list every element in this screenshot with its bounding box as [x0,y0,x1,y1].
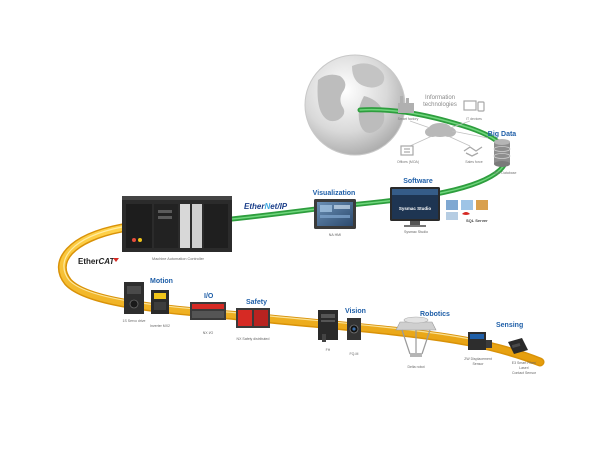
fiber-caption-line2: Laser/ [519,366,529,370]
factory-icon [398,96,414,113]
io-title: I/O [204,293,214,300]
fq-m-camera [347,318,361,340]
svg-text:EtherNet/IP: EtherNet/IP [244,202,288,211]
sales-force-label: Sales force [465,160,483,164]
ethercat-logo-mark [113,258,119,262]
sql-server-logo: SQL Server [462,212,488,223]
zw-caption-line1: ZW Displacement [464,357,492,361]
database-icon [493,139,511,167]
ethernet-ip-logo: EtherNet/IP [244,202,288,211]
ethernet-ip-logo-n: N [264,202,270,211]
sensing-title: Sensing [496,322,523,329]
robotics-title: Robotics [420,311,450,318]
motion-title: Motion [150,278,173,285]
cloud-icon [425,123,456,137]
nx-safety-device [236,308,270,328]
nx-safety-caption: NX Safety distributed [237,337,270,341]
sql-server-text: SQL Server [466,218,488,223]
it-area: Information technologies Smart factory I… [397,95,517,175]
big-data-title: Big Data [488,131,517,138]
sql-database-label: SQL Database [494,171,517,175]
globe [304,54,406,156]
hmi-caption: NA HMI [329,233,341,237]
delta-robot-caption: Delta robot [407,365,424,369]
fh-caption: FH [326,348,331,352]
nx-io-caption: NX I/O [203,331,214,335]
delta-robot [395,316,437,357]
svg-text:EtherCAT: EtherCAT [78,257,115,266]
handshake-icon [463,146,483,157]
controller-device [122,196,232,252]
smart-fiber-sensor [508,338,528,354]
fiber-caption-line3: Contact Sensor [512,371,537,375]
hmi-panel [314,199,356,229]
fh-controller [318,310,338,342]
servo-drive [124,282,144,314]
it-devices-label: IT devices [466,117,482,121]
zw-caption-line2: Sensor [472,362,484,366]
it-title-line1: Information [425,95,455,101]
ethercat-logo-post: CAT [98,257,115,266]
it-title-line2: technologies [423,102,457,108]
ethercat-logo-pre: Ether [78,257,98,266]
software-caption: Sysmac Studio [404,230,428,234]
vision-title: Vision [345,308,366,315]
fiber-caption-line1: E3 Smart Fiber/ [512,361,537,365]
software-monitor: Sysmac Studio [390,187,440,227]
safety-title: Safety [246,299,267,306]
controller-caption: Machine Automation Controller [152,257,205,261]
ethernet-ip-logo-post: et/IP [270,202,288,211]
software-title: Software [403,178,433,185]
software-thumbnails [446,200,488,220]
it-devices-icon [463,100,485,112]
offices-icon [400,145,414,156]
inverter-device [151,290,169,314]
visualization-title: Visualization [313,190,356,197]
ethernet-ip-logo-pre: Ether [244,202,265,211]
ethercat-logo: EtherCAT [78,257,119,266]
software-screen-text: Sysmac Studio [399,206,432,211]
offices-label: Offices (MOA) [397,160,419,164]
zw-displacement-sensor [468,332,492,350]
inverter-caption: Inverter MX2 [150,324,170,328]
fq-m-caption: FQ-M [350,352,359,356]
nx-io-device [190,302,226,320]
servo-caption: 1S Servo drive [123,319,146,323]
smart-factory-label: Smart factory [398,117,419,121]
